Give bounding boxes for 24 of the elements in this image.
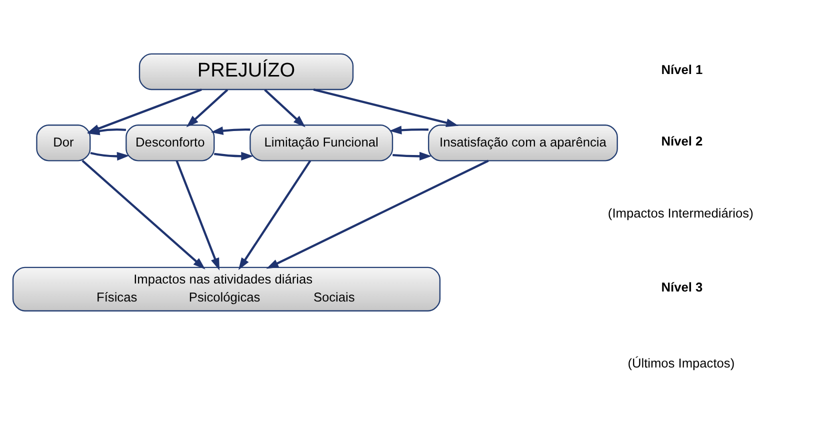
arrow bbox=[313, 88, 458, 127]
arrow bbox=[266, 160, 489, 269]
label: Nível 3 bbox=[661, 280, 703, 295]
arrow bbox=[82, 160, 206, 270]
arrow bbox=[87, 126, 126, 136]
arrow bbox=[264, 89, 306, 128]
node-box: Insatisfação com a aparência bbox=[428, 124, 618, 162]
node-box: Limitação Funcional bbox=[250, 124, 394, 162]
arrow bbox=[392, 152, 432, 161]
arrow bbox=[210, 126, 250, 135]
arrow bbox=[90, 152, 130, 161]
node-box: PREJUÍZO bbox=[138, 53, 354, 90]
label: (Últimos Impactos) bbox=[628, 356, 735, 371]
label: Nível 2 bbox=[661, 133, 703, 148]
arrow bbox=[389, 126, 429, 134]
arrow bbox=[214, 152, 254, 161]
arrow bbox=[176, 160, 220, 270]
node-box: Dor bbox=[36, 124, 91, 162]
arrow bbox=[186, 89, 228, 128]
node-box: Impactos nas atividades diárias Físicas Psicológicas Sociais bbox=[12, 266, 441, 312]
label: Nível 1 bbox=[661, 62, 703, 78]
label: (Impactos Intermediários) bbox=[608, 205, 754, 220]
arrow bbox=[238, 160, 312, 270]
node-box: Desconforto bbox=[126, 124, 215, 162]
